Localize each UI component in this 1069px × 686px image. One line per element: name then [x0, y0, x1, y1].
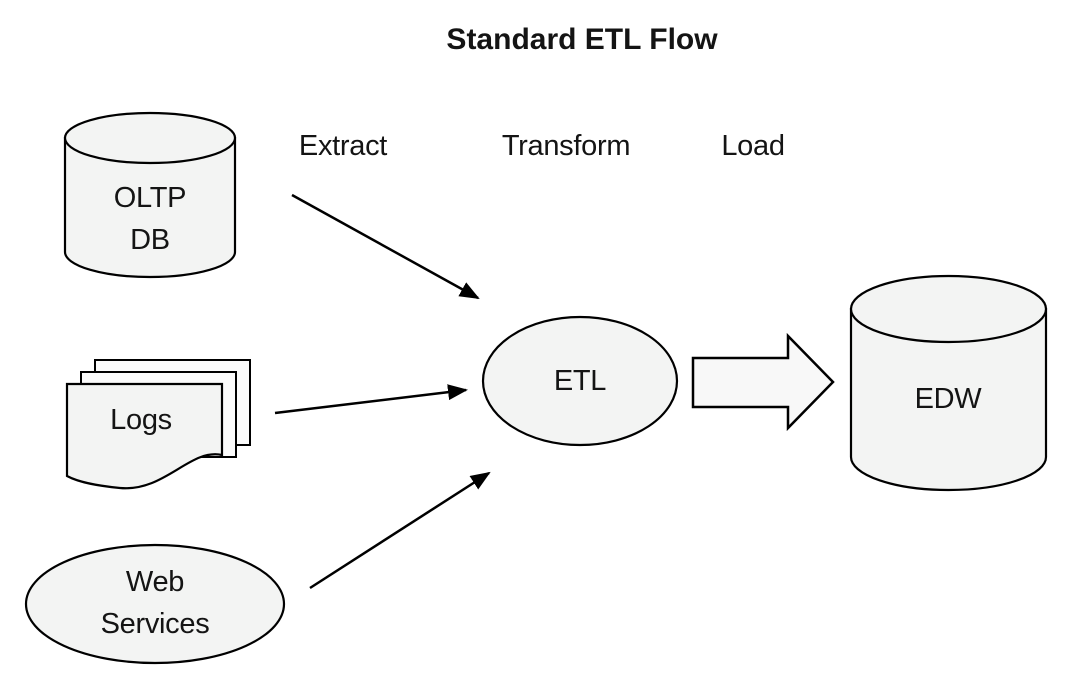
- arrow-webservices-to-etl: [309, 471, 491, 590]
- web-services-label: Web Services: [100, 566, 210, 640]
- oltp-db-label: OLTP DB: [113, 182, 187, 256]
- stage-label-extract: Extract: [298, 130, 388, 162]
- etl-ellipse-shape: [481, 315, 679, 447]
- arrow-logs-to-etl: [274, 384, 468, 415]
- diagram-title: Standard ETL Flow: [446, 23, 718, 56]
- edw-label: EDW: [914, 383, 982, 415]
- stage-label-load: Load: [721, 130, 785, 162]
- stage-label-transform: Transform: [501, 130, 631, 162]
- etl-label: ETL: [553, 365, 607, 397]
- logs-document-stack-shape: [65, 359, 251, 490]
- logs-label: Logs: [110, 404, 172, 436]
- web-services-ellipse-shape: [24, 543, 286, 665]
- block-arrow-etl-to-edw: [691, 332, 835, 432]
- arrow-oltp-to-etl: [291, 193, 480, 300]
- edw-cylinder-shape: [849, 274, 1048, 492]
- oltp-db-cylinder-shape: [63, 111, 237, 279]
